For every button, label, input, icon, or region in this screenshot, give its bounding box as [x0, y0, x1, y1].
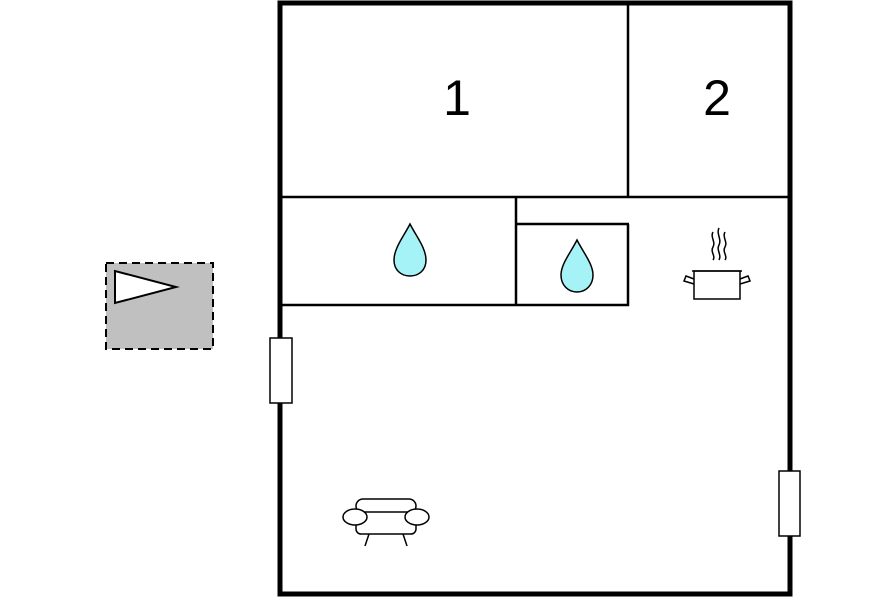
- door-west: [269, 337, 293, 404]
- steam-line: [723, 231, 727, 261]
- sofa-back: [355, 498, 417, 514]
- sofa-armrest-right: [404, 508, 430, 526]
- door-east: [778, 470, 801, 537]
- entrance-arrow-icon: [114, 269, 180, 305]
- interior-walls: [281, 4, 789, 307]
- water-drop-icon: [560, 238, 594, 293]
- pot-handle-right: [739, 275, 752, 285]
- sofa-leg: [364, 533, 370, 547]
- pot-body: [693, 270, 741, 300]
- sofa-leg: [402, 533, 408, 547]
- pot-handle-left: [682, 275, 695, 285]
- cooking-pot-icon: [682, 227, 752, 300]
- steam-line: [717, 227, 721, 261]
- steam-line: [711, 231, 715, 261]
- outer-walls: [277, 0, 793, 597]
- sofa-icon: [342, 498, 430, 547]
- room-label-1: 1: [443, 70, 471, 126]
- terrace-area: [105, 262, 214, 350]
- sofa-armrest-left: [342, 508, 368, 526]
- water-drop-icon: [393, 222, 427, 277]
- room-label-2: 2: [703, 70, 731, 126]
